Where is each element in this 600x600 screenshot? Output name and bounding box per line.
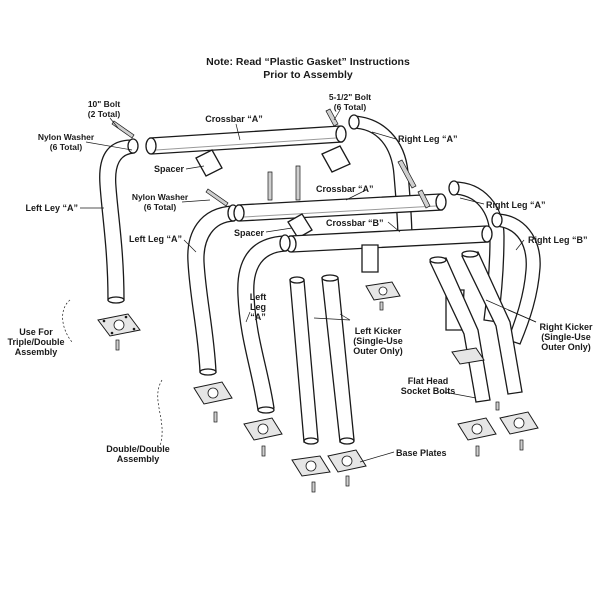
title-line-1: Note: Read “Plastic Gasket” Instructions bbox=[206, 56, 410, 68]
crossbar-a-top-end-left bbox=[145, 137, 157, 155]
base-plate-double-1 bbox=[193, 381, 233, 405]
crossbar-b-tube bbox=[289, 225, 489, 253]
label-spacer-2: Spacer bbox=[234, 228, 265, 238]
label-double-double-1: Double/Double bbox=[106, 444, 170, 454]
label-flat-head-2: Socket Bolts bbox=[401, 386, 456, 396]
spacer-1 bbox=[195, 149, 223, 177]
label-right-kicker-3: Outer Only) bbox=[541, 342, 591, 352]
left-leg-a-mid-tube bbox=[187, 205, 235, 373]
label-left-leg-front-2: Leg bbox=[250, 302, 266, 312]
label-use-for-1: Use For bbox=[19, 327, 53, 337]
label-left-leg-front-1: Left bbox=[250, 292, 267, 302]
right-kicker bbox=[429, 250, 523, 403]
label-crossbar-a-mid: Crossbar “A” bbox=[316, 184, 374, 194]
triple-double-bracket bbox=[62, 299, 73, 343]
rear-post-1 bbox=[361, 244, 379, 273]
base-plate-kicker-top bbox=[365, 281, 401, 301]
label-nylon-washer-2-count: (6 Total) bbox=[144, 202, 177, 212]
label-right-leg-a-top: Right Leg “A” bbox=[398, 134, 458, 144]
flat-head-bolts bbox=[115, 301, 524, 493]
label-crossbar-b: Crossbar “B” bbox=[326, 218, 384, 228]
label-use-for-2: Triple/Double bbox=[7, 337, 64, 347]
label-left-kicker-1: Left Kicker bbox=[355, 326, 402, 336]
left-kicker-tube-2 bbox=[321, 277, 355, 443]
left-kicker-tube-1 bbox=[289, 279, 319, 443]
bolt-mid-3 bbox=[205, 188, 229, 207]
label-right-kicker-2: (Single-Use bbox=[541, 332, 591, 342]
bolt-mid-4 bbox=[397, 159, 417, 189]
label-5-half-bolt-count: (6 Total) bbox=[334, 102, 367, 112]
bolt-mid-1 bbox=[267, 171, 273, 201]
right-leg-b-tube bbox=[495, 213, 541, 345]
label-nylon-washer-1: Nylon Washer bbox=[38, 132, 95, 142]
double-double-bracket bbox=[157, 379, 163, 447]
base-plate-front-1 bbox=[291, 455, 331, 477]
label-left-kicker-2: (Single-Use bbox=[353, 336, 403, 346]
label-10-bolt: 10" Bolt bbox=[88, 99, 121, 109]
label-left-leg-a-mid: Left Leg “A” bbox=[129, 234, 182, 244]
bolt-5-half-top bbox=[325, 108, 339, 127]
label-nylon-washer-2: Nylon Washer bbox=[132, 192, 189, 202]
title-line-2: Prior to Assembly bbox=[263, 69, 353, 81]
label-flat-head-1: Flat Head bbox=[408, 376, 449, 386]
labels: 10" Bolt (2 Total) Nylon Washer (6 Total… bbox=[7, 92, 593, 464]
label-5-half-bolt: 5-1/2" Bolt bbox=[329, 92, 371, 102]
label-right-leg-b: Right Leg “B” bbox=[528, 235, 588, 245]
label-double-double-2: Assembly bbox=[117, 454, 160, 464]
bolt-10-top bbox=[111, 120, 135, 139]
label-spacer-1: Spacer bbox=[154, 164, 185, 174]
label-right-kicker-1: Right Kicker bbox=[539, 322, 593, 332]
right-kicker-tube-1 bbox=[429, 257, 491, 403]
label-crossbar-a-top: Crossbar “A” bbox=[205, 114, 263, 124]
spacer-1b bbox=[321, 145, 351, 173]
left-ley-a-foot bbox=[107, 296, 125, 304]
label-left-kicker-3: Outer Only) bbox=[353, 346, 403, 356]
left-ley-a-tube bbox=[99, 139, 135, 301]
base-plate-right-2 bbox=[499, 411, 539, 435]
left-ley-a-end bbox=[127, 138, 139, 154]
bolt-mid-5 bbox=[417, 189, 431, 209]
leader-lines bbox=[80, 109, 537, 463]
base-plate-right-1 bbox=[457, 417, 497, 441]
left-kicker bbox=[289, 274, 355, 445]
label-left-leg-front-3: “A” bbox=[250, 312, 266, 322]
label-10-bolt-count: (2 Total) bbox=[88, 109, 121, 119]
label-left-ley-a: Left Ley “A” bbox=[25, 203, 78, 213]
label-use-for-3: Assembly bbox=[15, 347, 58, 357]
right-kicker-tube-2 bbox=[461, 251, 523, 395]
base-plate-triple bbox=[97, 313, 141, 337]
spacer-2 bbox=[287, 213, 313, 239]
base-plate-front-2 bbox=[327, 449, 367, 473]
crossbar-a-top-end-right bbox=[335, 125, 347, 143]
base-plate-right-rear bbox=[451, 347, 485, 365]
bolt-mid-2 bbox=[295, 165, 301, 201]
base-plates bbox=[97, 281, 539, 493]
left-leg-a-front-tube bbox=[237, 235, 287, 411]
label-right-leg-a-mid: Right Leg “A” bbox=[486, 200, 546, 210]
label-base-plates: Base Plates bbox=[396, 448, 447, 458]
label-nylon-washer-1-count: (6 Total) bbox=[50, 142, 83, 152]
base-plate-double-2 bbox=[243, 417, 283, 441]
